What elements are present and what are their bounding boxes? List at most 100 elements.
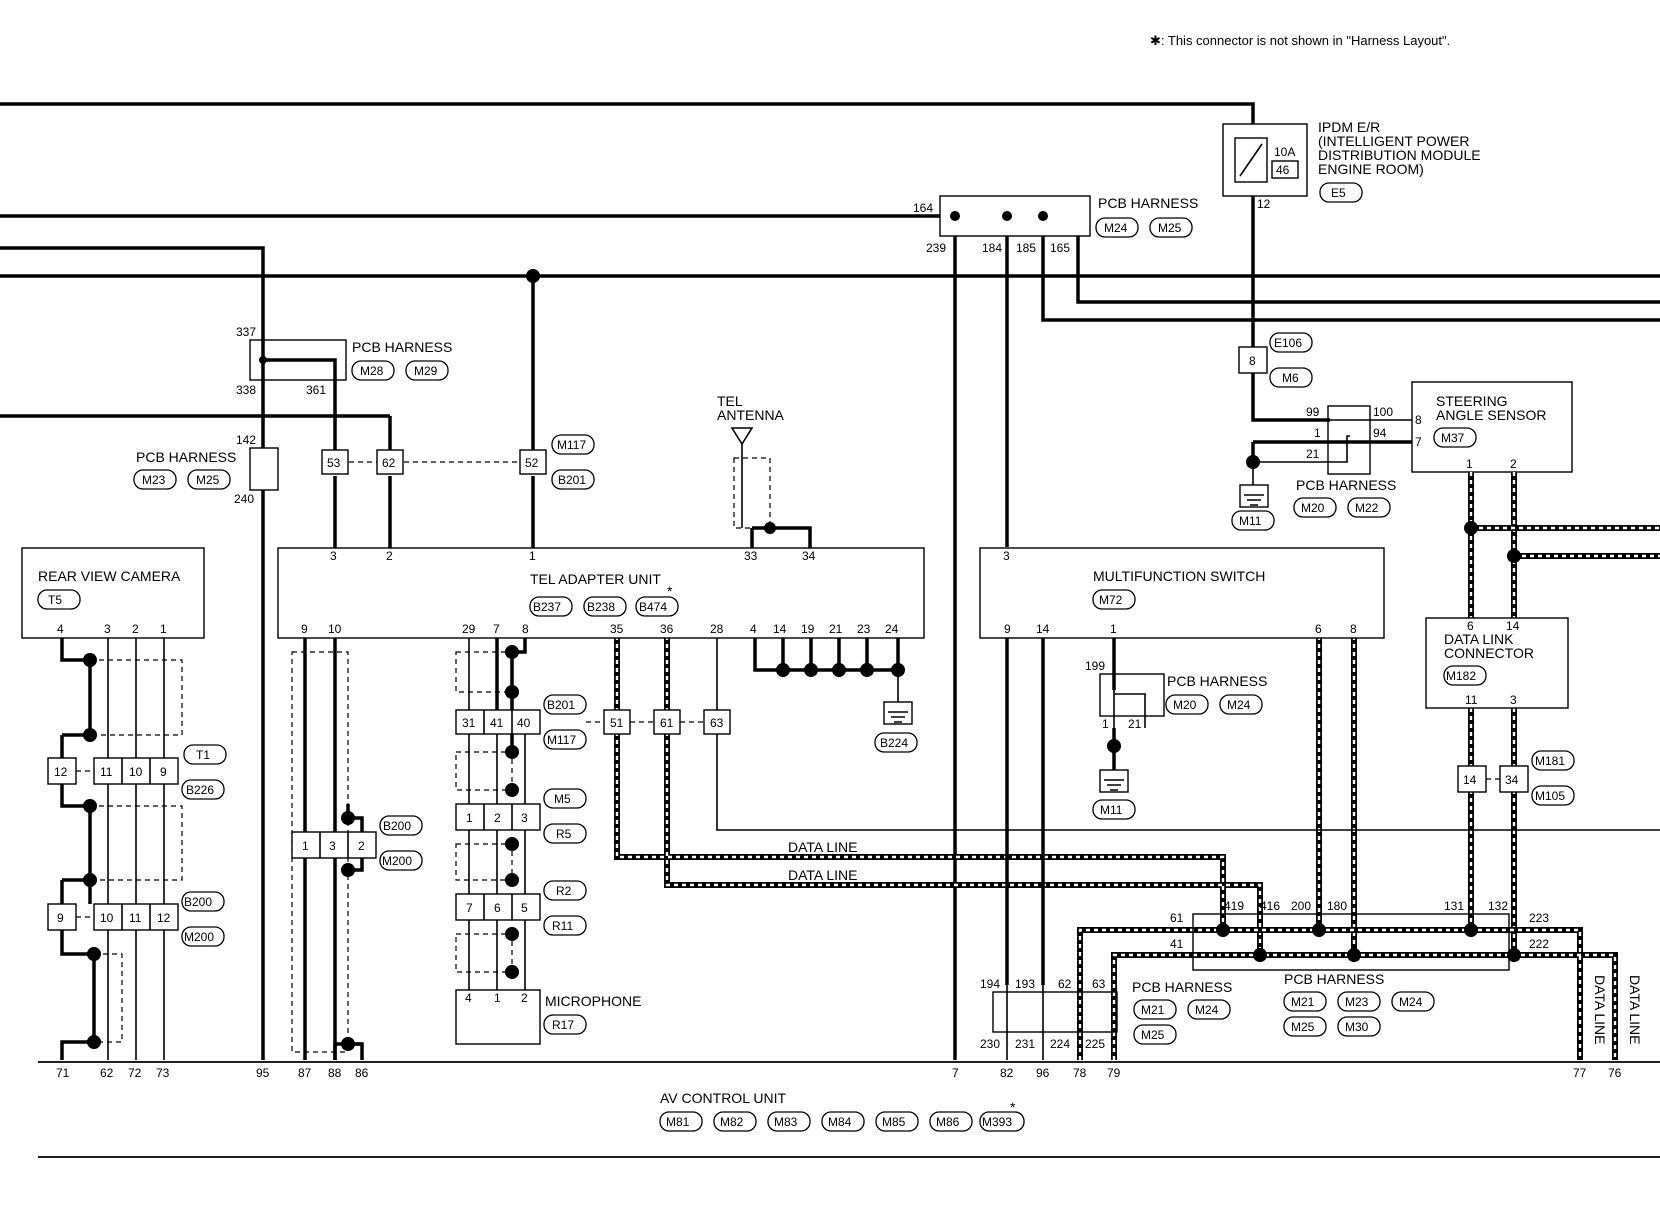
- av-pin-86: 86: [355, 1066, 369, 1080]
- av-pin-82: 82: [1000, 1066, 1014, 1080]
- av-connector-m86: M86: [936, 1115, 960, 1129]
- ipdm-title-4: ENGINE ROOM): [1318, 161, 1424, 177]
- av-pin-7: 7: [952, 1066, 959, 1080]
- data-line-label-3: DATA LINE: [1592, 975, 1608, 1045]
- ground-b224: B224: [753, 638, 918, 753]
- m5-pin-3: 3: [521, 811, 528, 825]
- pin-52: 52: [525, 456, 539, 470]
- m21-connector-m24: M24: [1195, 1003, 1219, 1017]
- av-pin-78: 78: [1073, 1066, 1087, 1080]
- connector-m20: M20: [1301, 501, 1325, 515]
- cam-pin-4: 4: [57, 622, 64, 636]
- big-pin-223: 223: [1529, 911, 1549, 925]
- camera-label: REAR VIEW CAMERA: [38, 568, 181, 584]
- t1-pin-11: 11: [100, 765, 113, 779]
- m21-pin-230: 230: [980, 1037, 1000, 1051]
- t1-label: T1: [196, 748, 210, 762]
- r5-label: R5: [556, 827, 572, 841]
- m5-pin-2: 2: [494, 811, 501, 825]
- tel-pin-33: 33: [744, 549, 758, 563]
- e106-pin: 8: [1249, 354, 1256, 368]
- ipdm-title-2: (INTELLIGENT POWER: [1318, 133, 1469, 149]
- tel-pin-4: 4: [750, 622, 757, 636]
- pin-165: 165: [1050, 241, 1070, 255]
- pin-51: 51: [610, 716, 624, 730]
- tel-pin-8: 8: [522, 622, 529, 636]
- m117-label-2: M117: [547, 733, 576, 747]
- av-pin-96: 96: [1036, 1066, 1050, 1080]
- b201-label: B201: [547, 698, 575, 712]
- pin-338: 338: [236, 383, 256, 397]
- av-pin-71: 71: [56, 1066, 70, 1080]
- m72-label: M72: [1099, 593, 1123, 607]
- connector-b238: B238: [587, 600, 615, 614]
- b200-label: B200: [184, 895, 212, 909]
- big-pin-419: 419: [1224, 899, 1244, 913]
- m200-label: M200: [184, 930, 214, 944]
- pcb-m21-label: PCB HARNESS: [1132, 979, 1232, 995]
- pin-1-steer: 1: [1466, 457, 1473, 471]
- b201-pin-41: 41: [490, 716, 504, 730]
- av-pin-72: 72: [128, 1066, 142, 1080]
- av-pin-87: 87: [298, 1066, 312, 1080]
- big-connector-m25: M25: [1291, 1020, 1315, 1034]
- big-connector-m21: M21: [1291, 995, 1315, 1009]
- b200-pin-12: 12: [157, 911, 171, 925]
- antenna-label-1: TEL: [717, 393, 743, 409]
- connector-m25: M25: [1158, 221, 1182, 235]
- data-line-label-4: DATA LINE: [1627, 975, 1643, 1045]
- tel-pin-19: 19: [801, 622, 815, 636]
- pcb-m20-top-label: PCB HARNESS: [1296, 477, 1396, 493]
- b200-pin-9: 9: [57, 911, 64, 925]
- mfs-pin-3: 3: [1003, 549, 1010, 563]
- ipdm-title-3: DISTRIBUTION MODULE: [1318, 147, 1481, 163]
- steering-angle-sensor: STEERING ANGLE SENSOR M37 8 7 1 2: [1411, 381, 1573, 473]
- mfs-pin-8: 8: [1350, 622, 1357, 636]
- connector-b200-camera: 9 10 11 12 B200 M200: [47, 891, 225, 947]
- tel-lower-wiring: 1 3 2 B200 M200: [291, 638, 527, 1060]
- connector-r2: 7 6 5 R2 R11: [455, 880, 587, 936]
- connector-m20-mid: M20: [1173, 698, 1197, 712]
- r2-pin-7: 7: [466, 901, 473, 915]
- connector-m22: M22: [1355, 501, 1379, 515]
- av-pin-76: 76: [1608, 1066, 1622, 1080]
- m21-pin-193: 193: [1015, 977, 1035, 991]
- tel-pin-34: 34: [802, 549, 816, 563]
- m21-connector-m21: M21: [1141, 1003, 1165, 1017]
- m6-label: M6: [1282, 371, 1299, 385]
- r11-label: R11: [552, 919, 573, 933]
- tel-pin-29: 29: [462, 622, 476, 636]
- pcb-harness-m28: 337 338 361 PCB HARNESS M28 M29: [236, 325, 452, 452]
- connector-m5: 1 2 3 M5 R5: [455, 788, 587, 844]
- r2-pin-5: 5: [521, 901, 528, 915]
- pcb-m20-mid-label: PCB HARNESS: [1167, 673, 1267, 689]
- r2-pin-6: 6: [494, 901, 501, 915]
- connector-b237: B237: [533, 600, 561, 614]
- tel-pin-9: 9: [301, 622, 308, 636]
- av-connector-m84: M84: [828, 1115, 852, 1129]
- b200t-pin-1: 1: [302, 839, 309, 853]
- pin-100: 100: [1373, 405, 1393, 419]
- tel-pin-7: 7: [493, 622, 500, 636]
- pin-94: 94: [1373, 426, 1387, 440]
- av-connector-m82: M82: [720, 1115, 744, 1129]
- steering-connector: M37: [1441, 431, 1465, 445]
- connector-m24-mid: M24: [1227, 698, 1251, 712]
- m181-pin-34: 34: [1505, 773, 1519, 787]
- pin-63: 63: [710, 716, 724, 730]
- multifunction-label: MULTIFUNCTION SWITCH: [1093, 568, 1265, 584]
- multifunction-switch: MULTIFUNCTION SWITCH M72 3 9 14 1 6 8 M1…: [979, 547, 1385, 985]
- tel-pin-28: 28: [710, 622, 724, 636]
- connector-b201-label: B201: [558, 473, 586, 487]
- camera-connector: T5: [48, 593, 62, 607]
- mfs-pin-6: 6: [1315, 622, 1322, 636]
- av-connector-m85: M85: [882, 1115, 906, 1129]
- dlc-pin-11: 11: [1465, 693, 1478, 707]
- m11-top-label: M11: [1239, 514, 1262, 528]
- b224-label: B224: [880, 736, 908, 750]
- tel-antenna: TEL ANTENNA: [717, 393, 812, 548]
- dlc-label-2: CONNECTOR: [1444, 645, 1534, 661]
- mic-pin-2: 2: [521, 991, 528, 1005]
- b226-label: B226: [186, 783, 214, 797]
